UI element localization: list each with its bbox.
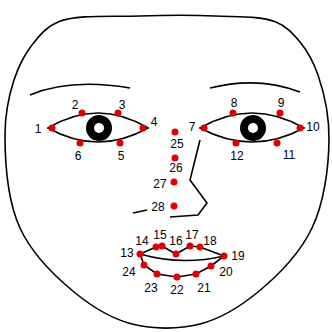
- callout-number: 22: [170, 284, 183, 296]
- callout-number: 26: [169, 162, 182, 174]
- landmark-dot: [173, 251, 180, 258]
- callout-number: 24: [122, 266, 135, 278]
- landmark-dot: [197, 244, 204, 251]
- landmark-dot: [297, 125, 304, 132]
- landmark-dot: [153, 244, 160, 251]
- right-iris: [240, 115, 266, 141]
- landmark-dot: [154, 271, 161, 278]
- callout-number: 21: [197, 282, 210, 294]
- face-outline: [5, 15, 329, 328]
- landmark-dot: [230, 110, 237, 117]
- lower-lip: [140, 254, 224, 277]
- right-eyebrow: [210, 83, 300, 92]
- callout-number: 5: [118, 150, 125, 162]
- callout-number: 23: [144, 282, 157, 294]
- callout-number: 15: [153, 229, 166, 241]
- landmark-dot: [141, 262, 148, 269]
- nose-line: [170, 140, 207, 217]
- landmark-dot: [274, 140, 281, 147]
- landmark-dot: [159, 243, 166, 250]
- lip-line: [140, 254, 224, 261]
- landmark-dot: [49, 125, 56, 132]
- landmark-dot: [233, 140, 240, 147]
- left-pupil-highlight: [94, 123, 104, 133]
- callout-number: 2: [72, 99, 79, 111]
- callout-number: 12: [230, 150, 243, 162]
- landmark-dot: [137, 251, 144, 258]
- landmark-dot: [174, 274, 181, 281]
- landmark-dot: [187, 243, 194, 250]
- callout-number: 19: [231, 250, 244, 262]
- landmark-dot: [172, 155, 179, 162]
- callout-number: 11: [283, 149, 295, 161]
- callout-number: 7: [189, 121, 196, 133]
- callout-number: 16: [169, 235, 182, 247]
- callout-number: 28: [151, 201, 164, 213]
- right-pupil-highlight: [248, 123, 258, 133]
- landmark-dot: [79, 110, 86, 117]
- left-eye: [48, 113, 148, 142]
- callout-number: 10: [306, 121, 319, 133]
- landmark-dot: [172, 129, 179, 136]
- landmark-dot: [140, 125, 147, 132]
- landmark-dot: [171, 179, 178, 186]
- callout-number: 8: [231, 97, 238, 109]
- nostril-line: [133, 210, 147, 213]
- callout-number: 6: [75, 150, 82, 162]
- callout-number: 27: [153, 178, 166, 190]
- callout-number: 14: [135, 235, 148, 247]
- landmark-dot: [208, 263, 215, 270]
- callout-number: 17: [185, 229, 198, 241]
- callout-number: 4: [151, 116, 158, 128]
- left-iris: [86, 115, 112, 141]
- callout-number: 18: [203, 235, 216, 247]
- landmark-dot: [277, 110, 284, 117]
- left-eyebrow: [30, 84, 130, 95]
- callout-number: 25: [170, 138, 183, 150]
- landmark-dot: [171, 203, 178, 210]
- landmark-dot: [77, 140, 84, 147]
- landmark-dot: [221, 253, 228, 260]
- callout-number: 20: [219, 266, 232, 278]
- callout-number: 3: [119, 99, 126, 111]
- right-eye: [200, 113, 304, 142]
- callout-number: 9: [278, 97, 285, 109]
- landmark-dot: [117, 140, 124, 147]
- landmark-dot: [201, 125, 208, 132]
- callout-number: 13: [120, 247, 133, 259]
- callout-number: 1: [35, 123, 42, 135]
- landmark-dot: [193, 271, 200, 278]
